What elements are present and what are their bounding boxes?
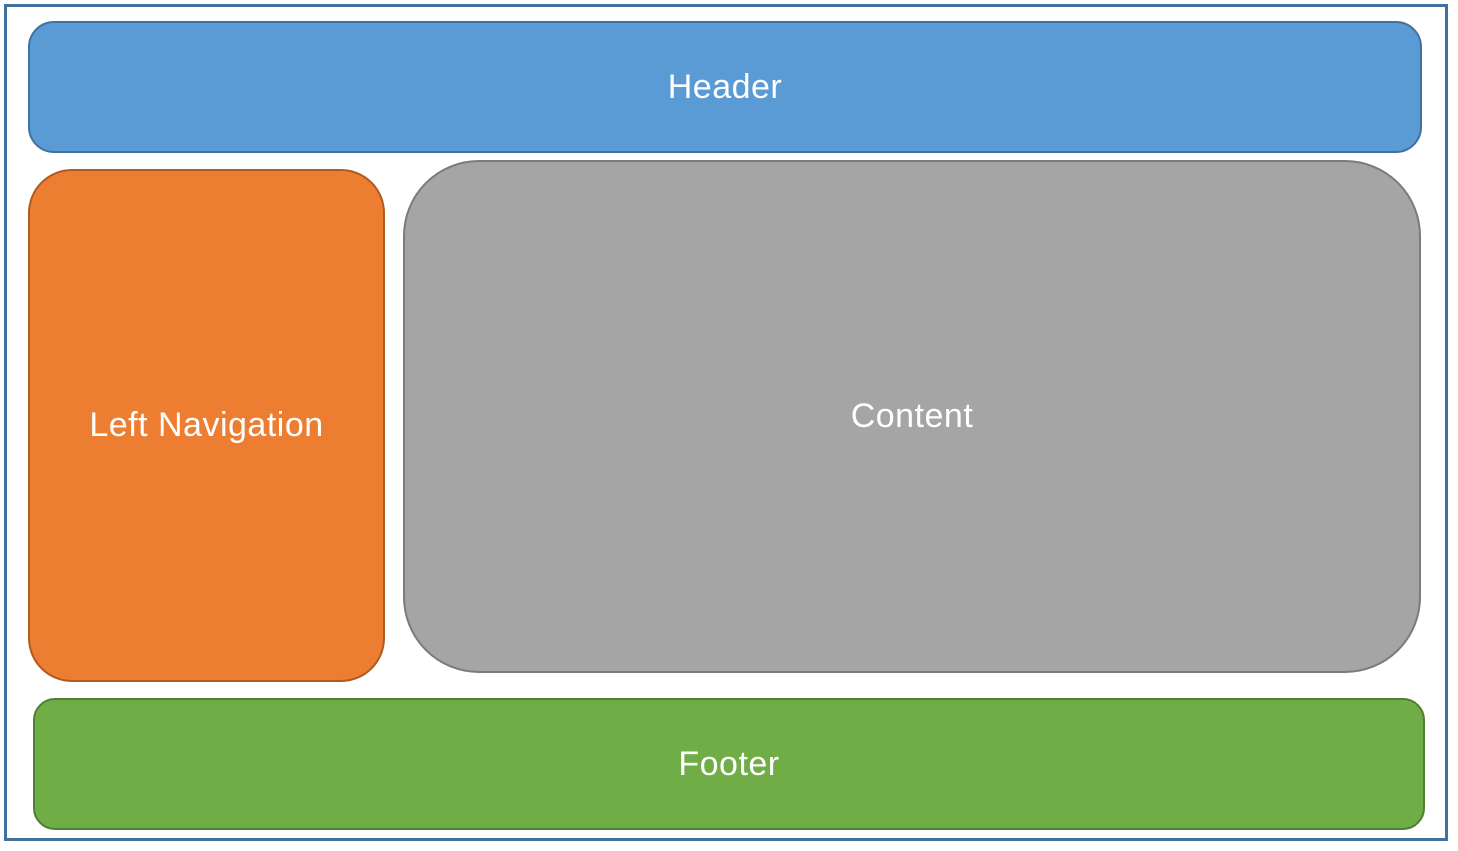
header-block: Header	[28, 21, 1422, 153]
content-label: Content	[850, 397, 974, 435]
content-block: Content	[403, 160, 1421, 673]
left-navigation-block: Left Navigation	[28, 169, 385, 682]
footer-label: Footer	[678, 744, 780, 783]
footer-block: Footer	[33, 698, 1425, 830]
header-label: Header	[667, 67, 783, 106]
left-navigation-label: Left Navigation	[89, 406, 324, 444]
